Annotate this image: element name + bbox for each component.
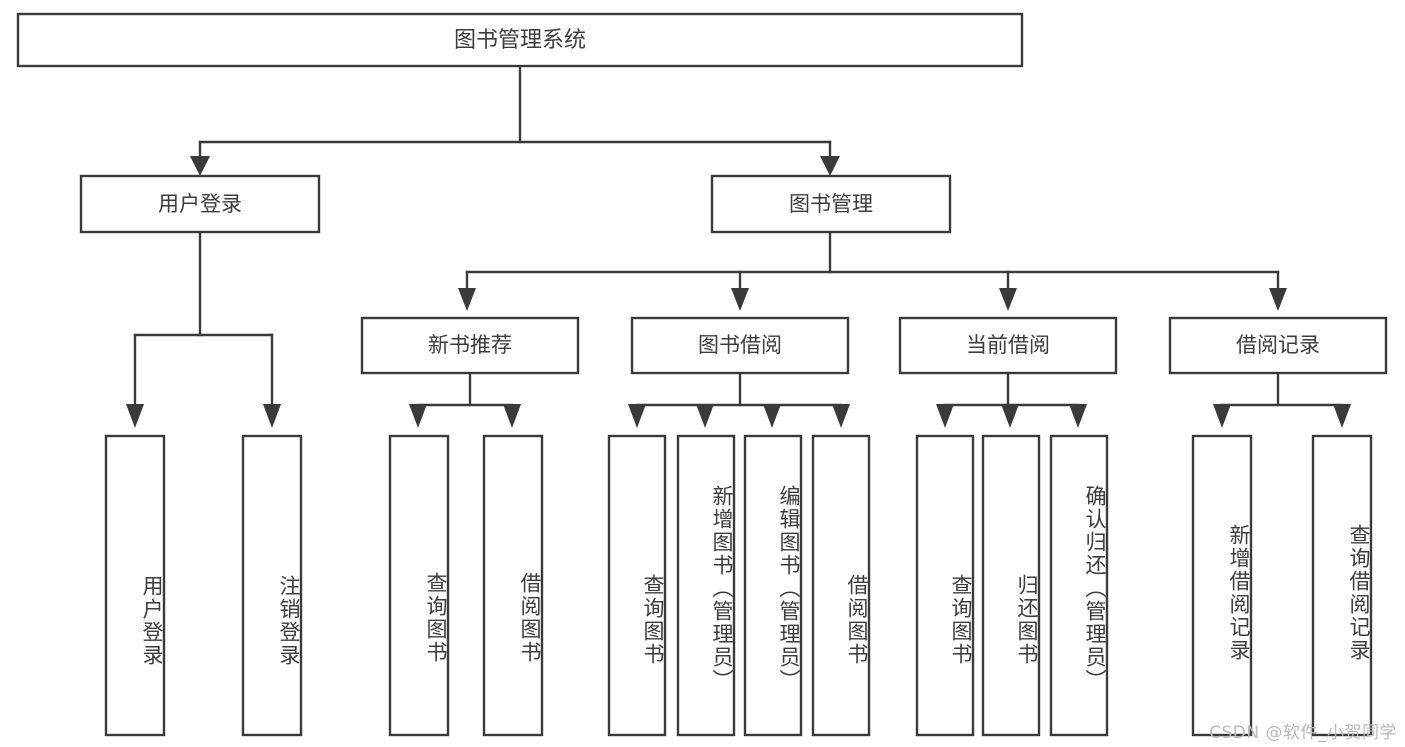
leaf-box-user-login[interactable] [104, 434, 166, 737]
arrow-head-leaf-borrow-book-1 [503, 404, 521, 428]
node-book-borrow[interactable]: 图书借阅 [630, 316, 850, 375]
node-user-login-label: 用户登录 [158, 192, 242, 216]
node-user-login[interactable]: 用户登录 [79, 174, 321, 234]
arrow-head-leaf-logout [263, 404, 281, 428]
node-root-label: 图书管理系统 [454, 28, 586, 53]
leaf-box-query-book-3[interactable] [915, 434, 975, 737]
arrow-head-leaf-user-login [126, 404, 144, 428]
arrow-head-borrow-record [1269, 288, 1287, 311]
node-book-borrow-label: 图书借阅 [698, 333, 782, 357]
leaf-box-edit-book[interactable] [743, 434, 803, 737]
connector-group-root-to-level1 [190, 64, 840, 176]
arrow-head-book-manage [820, 156, 840, 176]
leaf-box-return-book[interactable] [981, 434, 1041, 737]
node-book-manage-box[interactable] [710, 174, 952, 234]
leaf-box-logout[interactable] [241, 434, 303, 737]
node-current-borrow-box[interactable] [898, 316, 1118, 375]
node-book-manage-label: 图书管理 [789, 192, 873, 216]
arrow-head-user-login [190, 156, 210, 176]
connector-group-new-book-children [409, 371, 521, 428]
node-book-borrow-box[interactable] [630, 316, 850, 375]
node-new-book-recommend[interactable]: 新书推荐 [360, 316, 580, 375]
node-new-book-recommend-box[interactable] [360, 316, 580, 375]
leaf-box-borrow-book-2[interactable] [811, 434, 871, 737]
leaf-box-borrow-book-1[interactable] [482, 434, 544, 737]
node-new-book-recommend-label: 新书推荐 [428, 333, 512, 357]
node-current-borrow[interactable]: 当前借阅 [898, 316, 1118, 375]
leaf-box-query-record[interactable] [1311, 434, 1373, 737]
arrow-head-leaf-query-book-1 [409, 404, 427, 428]
node-borrow-record-box[interactable] [1168, 316, 1388, 375]
node-borrow-record-label: 借阅记录 [1236, 333, 1320, 357]
node-borrow-record[interactable]: 借阅记录 [1168, 316, 1388, 375]
arrow-head-leaf-confirm-return [1069, 404, 1087, 428]
connector-group-current-borrow-children [936, 371, 1087, 428]
leaf-box-query-book-2[interactable] [607, 434, 667, 737]
node-root-box[interactable] [16, 12, 1024, 68]
node-user-login-box[interactable] [79, 174, 321, 234]
arrow-head-leaf-query-book-3 [936, 404, 954, 428]
arrow-head-leaf-add-book [696, 404, 714, 428]
leaf-box-query-book-1[interactable] [388, 434, 450, 737]
node-book-manage[interactable]: 图书管理 [710, 174, 952, 234]
leaf-box-confirm-return[interactable] [1049, 434, 1109, 737]
arrow-head-leaf-return-book [1001, 404, 1019, 428]
arrow-head-leaf-add-record [1213, 404, 1231, 428]
arrow-head-leaf-borrow-book-2 [832, 404, 850, 428]
arrow-head-leaf-edit-book [763, 404, 781, 428]
leaf-box-add-book[interactable] [676, 434, 736, 737]
arrow-head-book-borrow [731, 288, 749, 311]
connector-group-borrow-record-children [1213, 371, 1351, 428]
connector-group-user-login-children [126, 230, 281, 428]
node-root-book-system[interactable]: 图书管理系统 [16, 12, 1024, 68]
node-current-borrow-label: 当前借阅 [966, 333, 1050, 357]
arrow-head-leaf-query-record [1333, 404, 1351, 428]
connector-group-book-borrow-children [628, 371, 850, 428]
arrow-head-current-borrow [999, 288, 1017, 311]
connector-group-book-manage-children [458, 230, 1287, 311]
csdn-watermark: CSDN @软件_小贺同学 [1209, 723, 1397, 743]
arrow-head-leaf-query-book-2 [628, 404, 646, 428]
arrow-head-new-book [458, 288, 476, 311]
leaf-box-add-record[interactable] [1191, 434, 1253, 737]
